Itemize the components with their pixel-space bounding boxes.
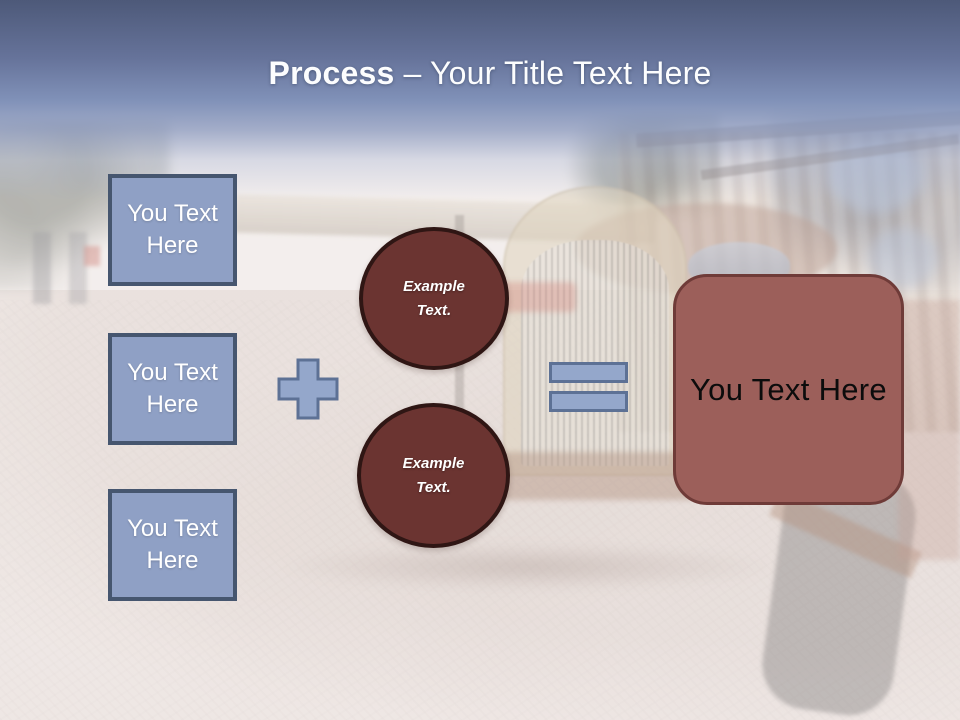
example-circle-2-label: Example Text. [402, 455, 465, 496]
result-placeholder-label: You Text Here [690, 371, 887, 407]
text-placeholder-2[interactable]: You Text Here [108, 333, 237, 445]
text-placeholder-2-label: You Text Here [127, 359, 218, 418]
example-circle-2[interactable]: Example Text. [357, 403, 510, 548]
plus-icon [277, 358, 339, 420]
result-placeholder[interactable]: You Text Here [673, 274, 904, 505]
slide-title: Process– Your Title Text Here [10, 54, 960, 92]
example-circle-1-label: Example Text. [403, 278, 465, 319]
slide-title-process: Process [268, 55, 395, 91]
text-placeholder-1[interactable]: You Text Here [108, 174, 237, 286]
text-placeholder-3-label: You Text Here [127, 515, 218, 574]
equals-icon [549, 362, 628, 383]
example-circle-1[interactable]: Example Text. [359, 227, 509, 370]
slide-title-subtitle: – Your Title Text Here [403, 55, 712, 91]
text-placeholder-1-label: You Text Here [127, 200, 218, 259]
text-placeholder-3[interactable]: You Text Here [108, 489, 237, 601]
equals-icon [549, 391, 628, 412]
